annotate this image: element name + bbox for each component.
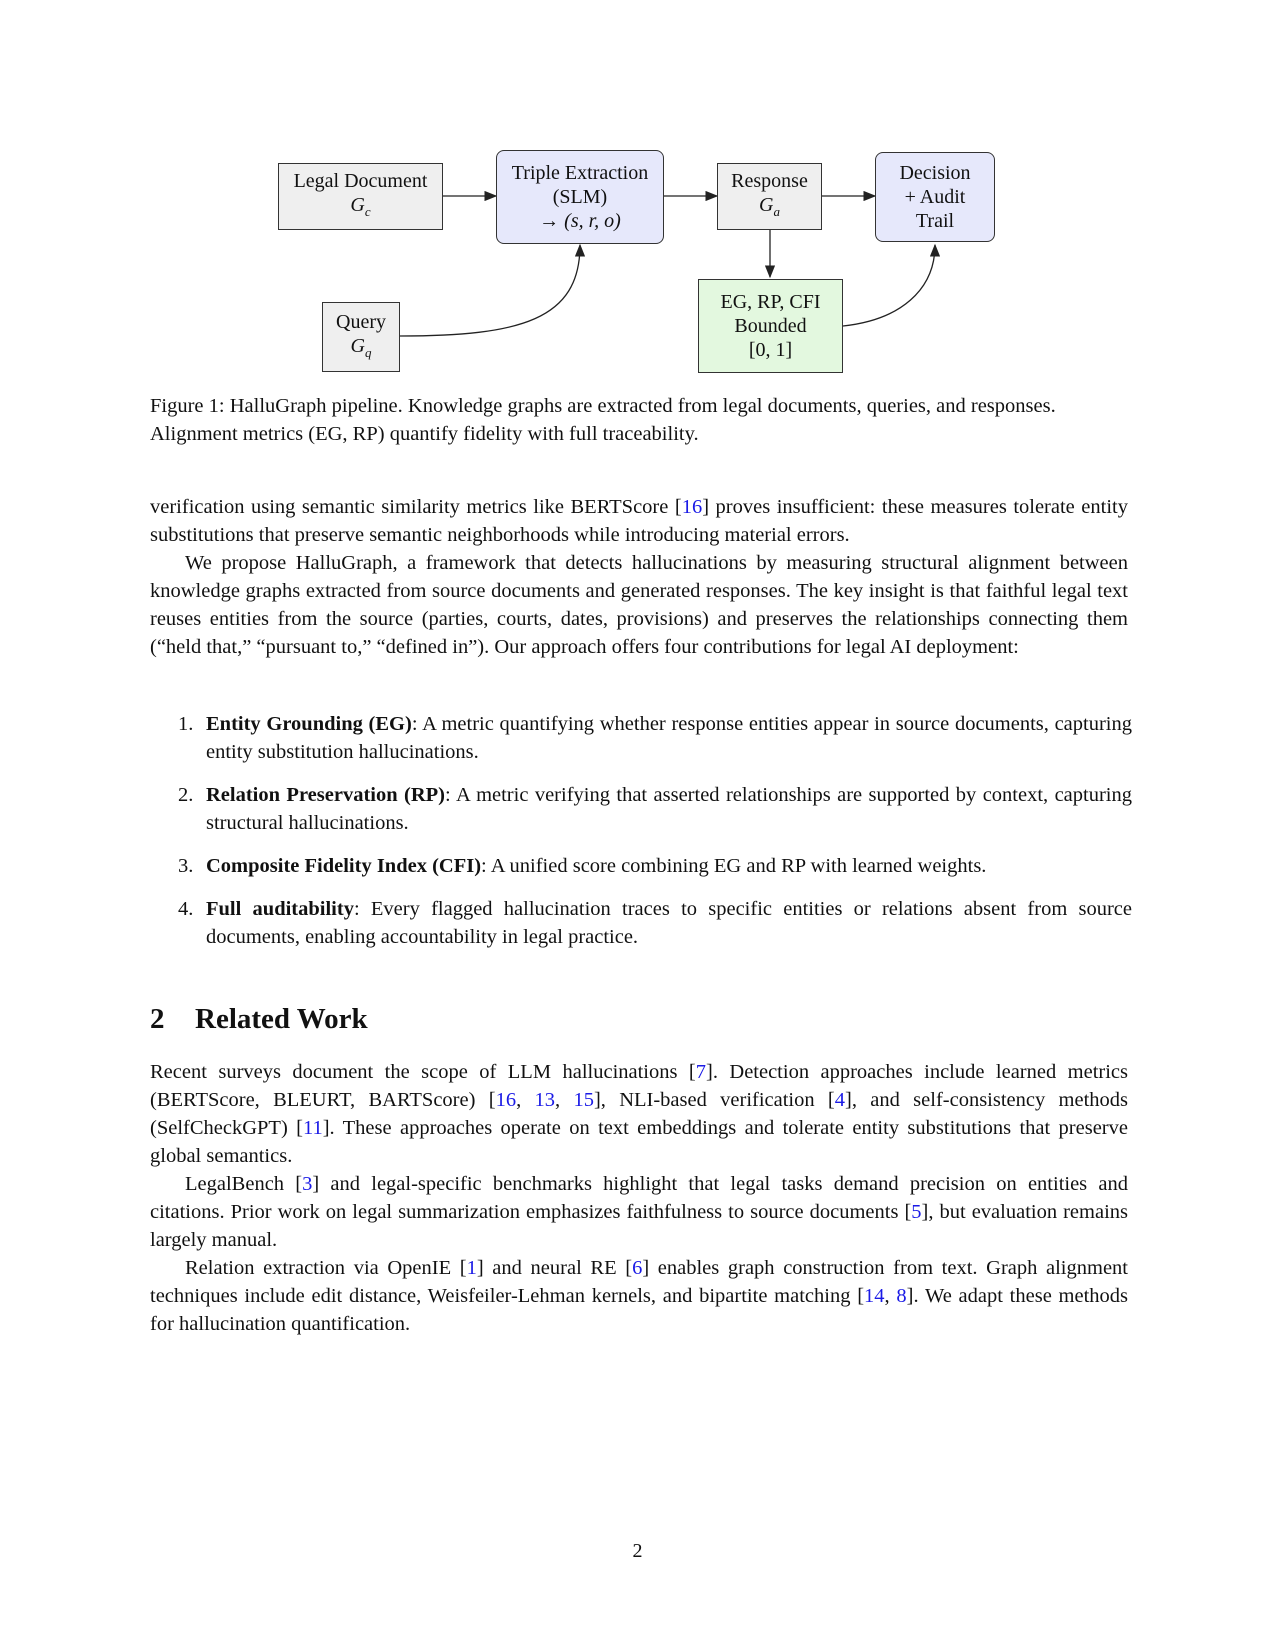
node-metrics: EG, RP, CFI Bounded [0, 1] — [698, 279, 843, 373]
arrow-query-to-triple — [399, 243, 586, 337]
node-legal-document: Legal Document Gc — [278, 163, 443, 230]
citation-link[interactable]: 1 — [466, 1257, 477, 1279]
citation-link[interactable]: 8 — [896, 1285, 907, 1307]
related-work-text: Recent surveys document the scope of LLM… — [150, 1058, 1128, 1338]
node-triple-extraction: Triple Extraction (SLM) → (s, r, o) — [496, 150, 664, 244]
related-paragraph-2: LegalBench [3] and legal-specific benchm… — [150, 1173, 1128, 1251]
citation-link[interactable]: 5 — [911, 1201, 922, 1223]
node-triple-label: Triple Extraction — [511, 162, 649, 184]
node-metrics-l3: [0, 1] — [748, 339, 793, 361]
contribution-item: 1.Entity Grounding (EG): A metric quanti… — [178, 713, 1132, 763]
node-response-math: Ga — [759, 194, 780, 219]
pipeline-figure: Legal Document Gc Triple Extraction (SLM… — [0, 0, 1275, 380]
figure-caption-line2: Alignment metrics (EG, RP) quantify fide… — [150, 423, 699, 445]
node-metrics-l2: Bounded — [734, 315, 807, 337]
node-decision-l3: Trail — [915, 210, 955, 232]
related-paragraph-3: Relation extraction via OpenIE [1] and n… — [150, 1257, 1129, 1335]
node-legal-document-label: Legal Document — [293, 170, 428, 192]
citation-link[interactable]: 14 — [864, 1285, 885, 1307]
citation-link[interactable]: 16 — [495, 1089, 517, 1111]
contribution-item: 2.Relation Preservation (RP): A metric v… — [178, 784, 1132, 834]
node-triple-math: → (s, r, o) — [539, 210, 621, 232]
contribution-item: 4.Full auditability: Every flagged hallu… — [178, 898, 1132, 948]
node-query-label: Query — [336, 310, 386, 333]
citation-link[interactable]: 4 — [834, 1089, 846, 1111]
node-query: Query Gq — [322, 302, 400, 372]
citation-link[interactable]: 6 — [632, 1257, 643, 1279]
node-decision-l1: Decision — [899, 162, 971, 184]
figure-caption-line1: Figure 1: HalluGraph pipeline. Knowledge… — [150, 395, 1056, 417]
node-response-label: Response — [731, 170, 808, 192]
node-decision-audit: Decision + Audit Trail — [875, 152, 995, 242]
node-response: Response Ga — [717, 163, 822, 230]
arrow-metrics-to-decision — [842, 243, 941, 327]
contributions-list-wrapper: 1.Entity Grounding (EG): A metric quanti… — [150, 710, 1132, 966]
figure-caption: Figure 1: HalluGraph pipeline. Knowledge… — [150, 392, 1140, 448]
citation-link[interactable]: 16 — [681, 496, 703, 518]
contribution-item: 3.Composite Fidelity Index (CFI): A unif… — [178, 855, 987, 877]
citation-link[interactable]: 13 — [534, 1089, 556, 1111]
intro-paragraph-2: We propose HalluGraph, a framework that … — [150, 552, 1128, 658]
intro-paragraph-1: verification using semantic similarity m… — [150, 496, 1128, 546]
related-paragraph-1: Recent surveys document the scope of LLM… — [150, 1061, 1129, 1167]
citation-link[interactable]: 11 — [302, 1117, 323, 1139]
figure-arrows — [399, 190, 941, 337]
node-legal-document-math: Gc — [350, 194, 371, 219]
contributions-list: 1.Entity Grounding (EG): A metric quanti… — [150, 710, 1132, 951]
node-metrics-l1: EG, RP, CFI — [720, 291, 821, 313]
citation-link[interactable]: 15 — [573, 1089, 594, 1111]
node-triple-slm: (SLM) — [552, 186, 608, 208]
citation-link[interactable]: 7 — [695, 1061, 706, 1083]
citation-link[interactable]: 3 — [302, 1173, 313, 1195]
node-query-math: Gq — [350, 334, 372, 360]
intro-text: verification using semantic similarity m… — [150, 493, 1128, 661]
node-decision-l2: + Audit — [904, 186, 966, 208]
page-number: 2 — [632, 1540, 643, 1562]
